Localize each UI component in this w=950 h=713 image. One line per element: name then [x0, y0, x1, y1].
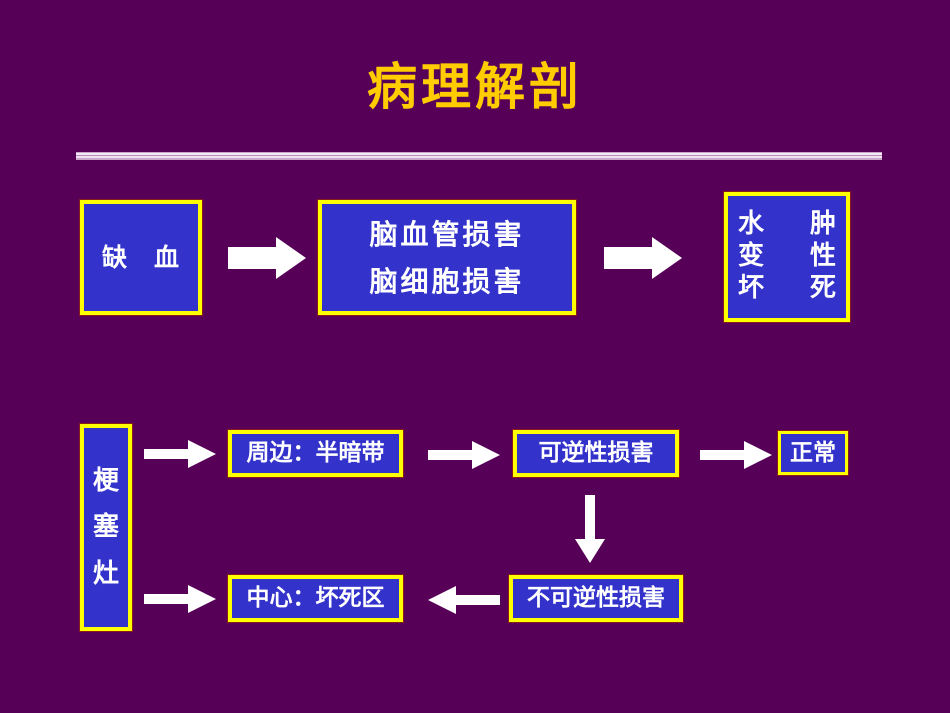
outcome-edema-right: 肿	[809, 209, 836, 240]
arrow-right-icon-penumbra-to-reversible	[428, 441, 500, 469]
page-title: 病理解剖	[367, 58, 583, 116]
node-reversible-damage-label: 可逆性损害	[538, 440, 654, 467]
arrow-right-icon-infarct-to-penumbra	[144, 440, 216, 468]
outcome-row-edema: 水 肿	[738, 209, 836, 240]
node-necrosis-core-label: 中心：坏死区	[246, 585, 385, 612]
node-infarct-focus[interactable]: 梗 塞 灶	[79, 423, 133, 632]
outcome-degeneration-right: 性	[809, 241, 836, 272]
outcome-edema-left: 水	[738, 209, 765, 240]
node-penumbra[interactable]: 周边：半暗带	[227, 429, 404, 478]
divider-line-5	[76, 158, 882, 160]
divider-line-3	[76, 155, 882, 156]
node-brain-damage-line1: 脑血管损害	[369, 217, 525, 251]
outcome-necrosis-left: 坏	[738, 272, 765, 303]
arrow-right-icon-ischemia-to-damage	[228, 237, 306, 279]
node-pathologic-outcome-grid: 水 肿 变 性 坏 死	[738, 209, 836, 304]
node-brain-damage[interactable]: 脑血管损害 脑细胞损害	[317, 199, 577, 316]
outcome-necrosis-right: 死	[809, 272, 836, 303]
node-necrosis-core[interactable]: 中心：坏死区	[227, 574, 404, 623]
node-infarct-char-1: 梗	[92, 465, 119, 496]
node-irreversible-damage[interactable]: 不可逆性损害	[508, 574, 684, 623]
node-irreversible-damage-label: 不可逆性损害	[527, 585, 665, 612]
outcome-row-necrosis: 坏 死	[738, 272, 836, 304]
arrow-right-icon-infarct-to-necrosis	[144, 585, 216, 613]
node-normal[interactable]: 正常	[777, 430, 849, 476]
divider-line-4	[76, 156, 882, 158]
node-penumbra-label: 周边：半暗带	[246, 440, 385, 467]
node-ischemia-label: 缺 血	[101, 242, 180, 272]
node-pathologic-outcome[interactable]: 水 肿 变 性 坏 死	[723, 191, 851, 323]
node-brain-damage-line2: 脑细胞损害	[369, 264, 525, 298]
arrow-down-icon-reversible-to-irreversible	[575, 495, 605, 563]
node-normal-label: 正常	[790, 439, 836, 466]
divider-line-2	[76, 153, 882, 155]
title-divider	[76, 152, 882, 161]
node-infarct-char-3: 灶	[92, 558, 119, 589]
node-infarct-char-2: 塞	[92, 512, 119, 543]
arrow-right-icon-damage-to-outcome	[604, 237, 682, 279]
outcome-row-degeneration: 变 性	[738, 241, 836, 272]
arrow-right-icon-reversible-to-normal	[700, 441, 772, 469]
arrow-left-icon-irreversible-to-necrosis	[428, 586, 500, 614]
node-ischemia[interactable]: 缺 血	[79, 199, 203, 316]
outcome-degeneration-left: 变	[738, 241, 765, 272]
node-reversible-damage[interactable]: 可逆性损害	[512, 429, 680, 478]
divider-line-1	[76, 152, 882, 153]
